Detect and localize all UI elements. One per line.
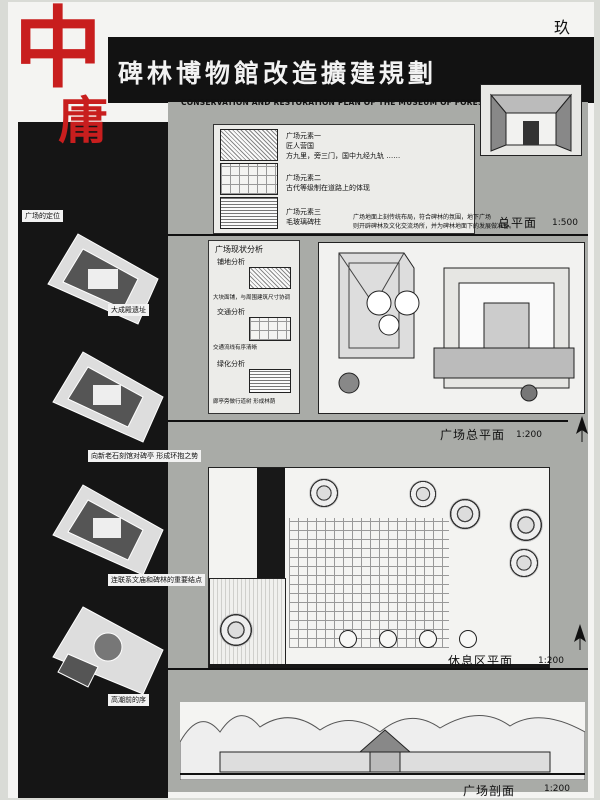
north-arrow-icon — [576, 416, 588, 442]
paving-diagram — [249, 267, 291, 289]
poster: 中 庸 碑林博物館改造擴建規劃 玖 CONSERVATION AND RESTO… — [8, 2, 594, 798]
divider-1 — [168, 234, 588, 236]
analysis-2-note: 交通流线有序清晰 — [213, 345, 258, 351]
divider-3 — [168, 668, 588, 670]
perspective-drawing — [489, 93, 573, 152]
analysis-title: 广场现状分析 — [215, 245, 263, 254]
element-3-diagram — [220, 197, 278, 229]
plaza-plan-title: 广场总平面 — [440, 428, 506, 442]
bench-4 — [459, 630, 477, 648]
element-1-diagram — [220, 129, 278, 161]
greenery-diagram — [249, 369, 291, 393]
site-diagram-4 — [52, 606, 164, 695]
rest-plan-scale: 1:200 — [538, 656, 564, 666]
bench-3 — [419, 630, 437, 648]
element-1-line-2: 方九里，旁三门，国中九经九轨 …… — [286, 152, 401, 160]
bench-2 — [379, 630, 397, 648]
big-red-char-2: 庸 — [58, 91, 108, 150]
note-line-2: 则开辟碑林及文化交流场所，并为碑林地面下的发展做准备。 — [353, 223, 516, 230]
master-plan-scale: 1:500 — [552, 218, 578, 228]
caption-3: 连联系文庙和碑林的重要结点 — [108, 574, 205, 586]
section-svg — [179, 715, 586, 781]
element-3-label: 广场元素三 — [286, 208, 321, 216]
rest-plan-baseline — [209, 664, 549, 668]
page-title: 碑林博物館改造擴建規劃 — [118, 59, 438, 88]
note-line-1: 广场地面上刻传统布局，符合碑林的氛围，地下广场 — [353, 214, 492, 221]
element-3-line-1: 毛玻璃碑柱 — [286, 218, 321, 226]
rest-plan-title: 休息区平面 — [448, 654, 514, 668]
element-2-diagram — [220, 163, 278, 195]
tree-1 — [309, 478, 339, 508]
master-plan-title: 总平面 — [498, 216, 538, 230]
traffic-diagram — [249, 317, 291, 341]
plaza-site-plan — [318, 242, 585, 414]
left-header: 广场的定位 — [22, 210, 63, 222]
element-2-line-1: 古代等级制在道路上的体现 — [286, 184, 370, 192]
tree-2 — [409, 480, 437, 508]
site-diagram-1 — [47, 233, 159, 325]
elements-panel: 广场元素一 匠人营国 方九里，旁三门，国中九经九轨 …… 广场元素二 古代等级制… — [213, 124, 475, 234]
site-diagram-2 — [52, 351, 164, 443]
rest-plan-dark-wall — [257, 468, 285, 583]
element-1-label: 广场元素一 — [286, 132, 321, 140]
caption-4: 高潮前的序 — [108, 694, 149, 706]
section-title: 广场剖面 — [463, 784, 516, 798]
analysis-2-label: 交通分析 — [217, 308, 245, 316]
tree-6 — [219, 613, 253, 647]
tree-5 — [509, 548, 539, 578]
rest-plan-grid — [289, 518, 449, 648]
plaza-plan-drawing — [338, 252, 575, 402]
caption-2: 向新老石刻馆对碑亭 形成环抱之势 — [88, 450, 202, 462]
analysis-3-label: 绿化分析 — [217, 360, 245, 368]
sheet-number: 玖 — [554, 18, 571, 37]
analysis-panel: 广场现状分析 铺地分析 大块面铺，与周围建筑尺寸协调 交通分析 交通流线有序清晰… — [208, 240, 300, 414]
bench-1 — [339, 630, 357, 648]
plaza-plan-scale: 1:200 — [516, 430, 542, 440]
section-drawing — [179, 702, 586, 781]
caption-1: 大成殿遗址 — [108, 304, 149, 316]
analysis-1-note: 大块面铺，与周围建筑尺寸协调 — [213, 295, 291, 301]
rest-area-plan — [208, 467, 550, 670]
divider-2 — [168, 420, 568, 422]
section-scale: 1:200 — [544, 784, 570, 794]
element-2-label: 广场元素二 — [286, 174, 321, 182]
north-arrow-icon-2 — [574, 624, 586, 650]
big-red-char-1: 中 — [14, 2, 103, 100]
perspective-thumbnail — [480, 84, 582, 156]
element-1-line-1: 匠人营国 — [286, 142, 314, 150]
analysis-1-label: 铺地分析 — [217, 258, 245, 266]
analysis-3-note: 廊亭旁做行道树 形成林荫 — [213, 399, 276, 405]
tree-3 — [449, 498, 481, 530]
page-subtitle: CONSERVATION AND RESTORATION PLAN OF THE… — [181, 98, 539, 107]
tree-4 — [509, 508, 543, 542]
